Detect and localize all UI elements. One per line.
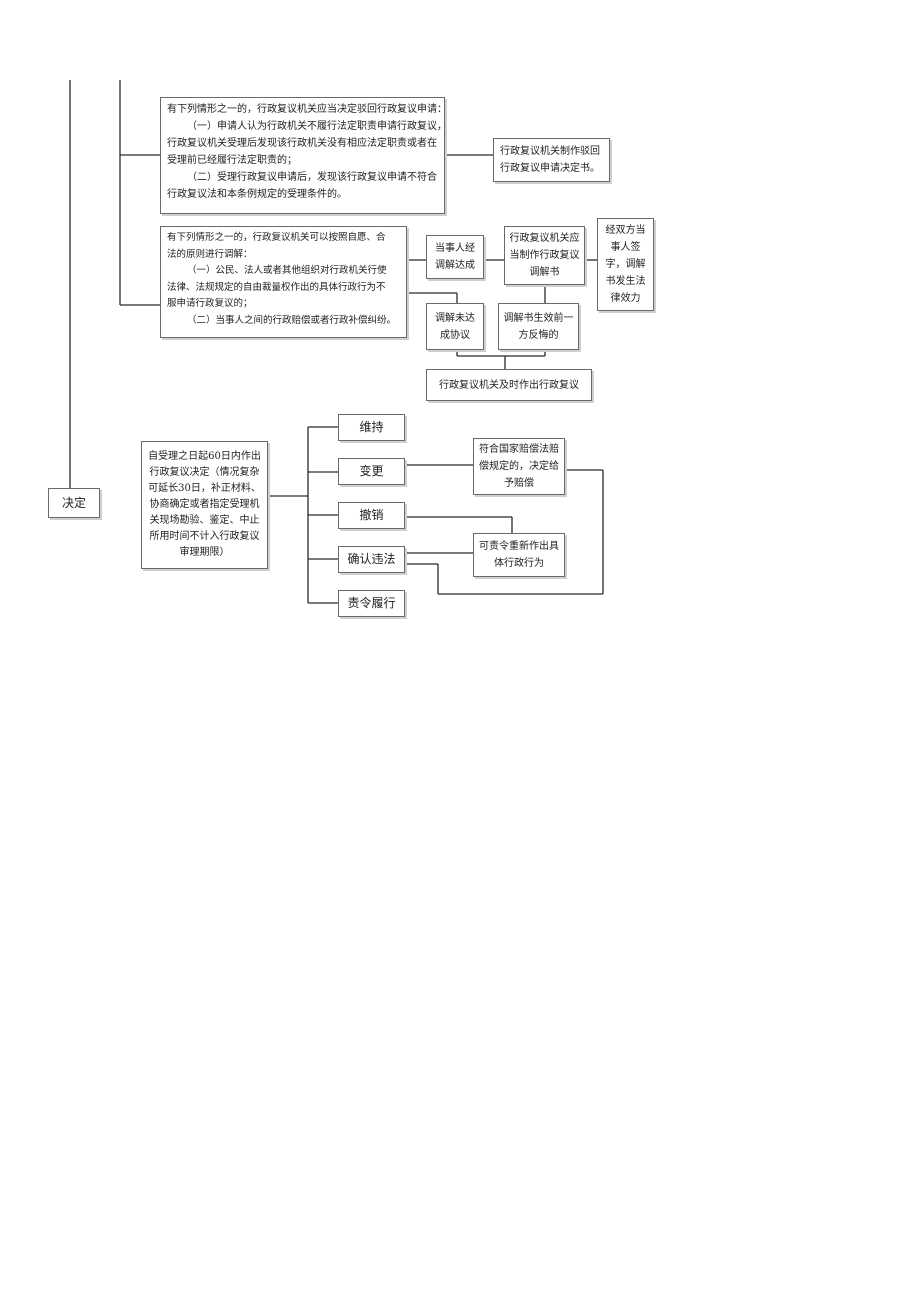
dismiss-conditions-box: 有下列情形之一的，行政复议机关应当决定驳回行政复议申请： （一）申请人认为行政机… xyxy=(160,97,447,214)
outcome-confirm-illegal: 确认违法 xyxy=(347,552,396,566)
mediation-condition-line: 法律、法规规定的自由裁量权作出的具体行政行为不 xyxy=(167,281,386,293)
outcome-uphold-box: 维持 xyxy=(338,414,405,441)
outcome-modify: 变更 xyxy=(359,464,384,478)
mediation-failed-text: 调解未达成协议 xyxy=(435,312,475,341)
dismiss-condition-line: 行政复议法和本条例规定的受理条件的。 xyxy=(167,189,347,200)
outcome-confirm-illegal-box: 确认违法 xyxy=(338,546,405,573)
outcome-order-perform-box: 责令履行 xyxy=(338,590,405,617)
reorder-text: 可责令重新作出具体行政行为 xyxy=(479,541,559,569)
compensation-text: 符合国家赔偿法赔偿规定的，决定给予赔偿 xyxy=(479,444,559,489)
dismiss-condition-line: （一）申请人认为行政机关不履行法定职责申请行政复议， xyxy=(187,121,447,132)
dismiss-condition-line: 有下列情形之一的，行政复议机关应当决定驳回行政复议申请： xyxy=(167,104,447,115)
decision-label: 决定 xyxy=(61,495,86,510)
mediation-document-box: 行政复议机关应当制作行政复议调解书 xyxy=(504,226,585,285)
compensation-box: 符合国家赔偿法赔偿规定的，决定给予赔偿 xyxy=(473,438,565,495)
outcome-modify-box: 变更 xyxy=(338,458,405,485)
mediation-effective-box: 经双方当事人签字，调解书发生法律效力 xyxy=(597,218,654,311)
outcome-revoke: 撤销 xyxy=(359,508,384,522)
dismiss-condition-line: 受理前已经履行法定职责的； xyxy=(167,155,297,166)
dismiss-condition-line: 行政复议机关受理后发现该行政机关没有相应法定职责或者在 xyxy=(167,138,437,149)
dismiss-result-line: 行政复议申请决定书。 xyxy=(500,163,600,174)
mediation-timely-text: 行政复议机关及时作出行政复议 xyxy=(439,379,579,391)
mediation-effective-text: 经双方当事人签字，调解书发生法律效力 xyxy=(605,225,646,304)
mediation-condition-line: （一）公民、法人或者其他组织对行政机关行使 xyxy=(187,265,387,276)
outcome-uphold: 维持 xyxy=(359,420,384,434)
mediation-timely-box: 行政复议机关及时作出行政复议 xyxy=(426,369,592,401)
outcome-revoke-box: 撤销 xyxy=(338,502,405,529)
decision-deadline-box: 自受理之日起60日内作出行政复议决定（情况复杂可延长30日，补正材料、协商确定或… xyxy=(141,441,268,569)
decision-label-box: 决定 xyxy=(48,488,100,518)
dismiss-result-line: 行政复议机关制作驳回 xyxy=(500,146,600,157)
mediation-conditions-box: 有下列情形之一的，行政复议机关可以按照自愿、合 法的原则进行调解： （一）公民、… xyxy=(160,226,407,338)
mediation-condition-line: （二）当事人之间的行政赔偿或者行政补偿纠纷。 xyxy=(187,314,397,326)
outcome-order-perform: 责令履行 xyxy=(347,596,396,610)
mediation-agreed-box: 当事人经调解达成 xyxy=(426,235,484,279)
decision-deadline-text: 自受理之日起60日内作出行政复议决定（情况复杂可延长30日，补正材料、协商确定或… xyxy=(148,451,261,558)
dismiss-result-box: 行政复议机关制作驳回 行政复议申请决定书。 xyxy=(493,138,610,182)
reorder-box: 可责令重新作出具体行政行为 xyxy=(473,533,565,577)
mediation-regret-box: 调解书生效前一方反悔的 xyxy=(498,303,579,350)
mediation-regret-text: 调解书生效前一方反悔的 xyxy=(503,312,574,341)
mediation-document-text: 行政复议机关应当制作行政复议调解书 xyxy=(509,233,580,278)
dismiss-condition-line: （二）受理行政复议申请后，发现该行政复议申请不符合 xyxy=(187,172,437,183)
mediation-agreed-text: 当事人经调解达成 xyxy=(435,243,475,271)
mediation-condition-line: 法的原则进行调解： xyxy=(167,248,253,260)
mediation-failed-box: 调解未达成协议 xyxy=(426,303,484,350)
mediation-condition-line: 服申请行政复议的； xyxy=(167,298,253,309)
mediation-condition-line: 有下列情形之一的，行政复议机关可以按照自愿、合 xyxy=(167,232,386,243)
